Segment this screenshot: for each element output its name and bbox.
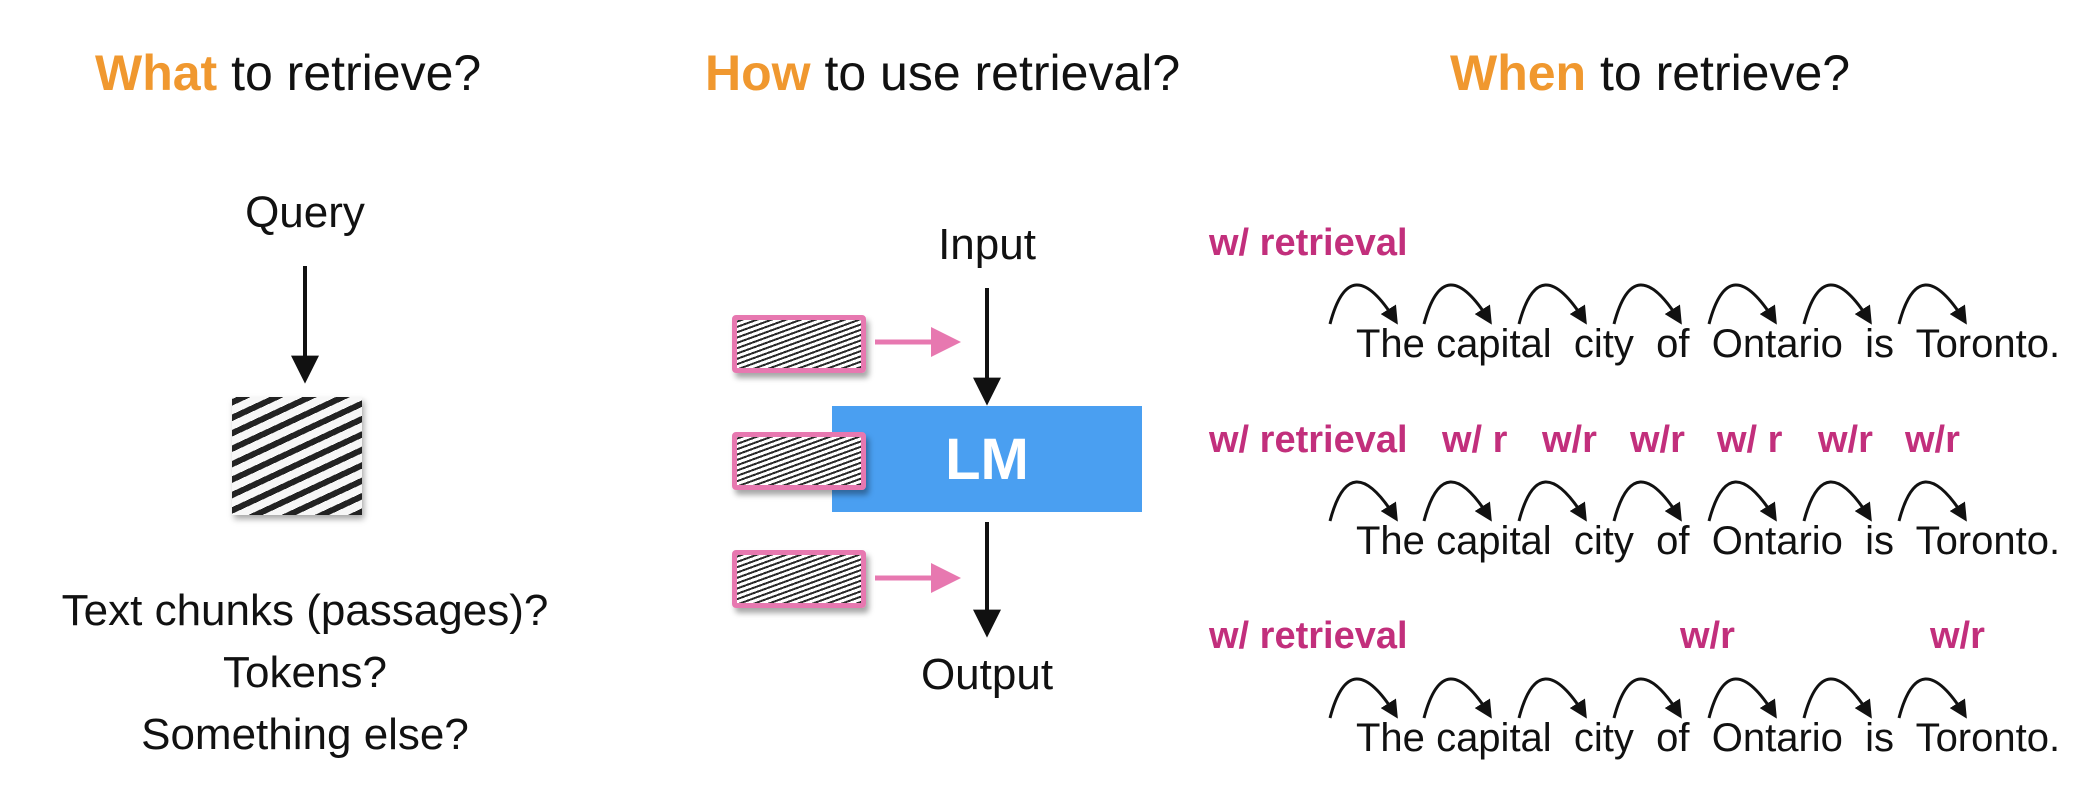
hop-arrow — [1802, 480, 1872, 522]
heading-what-rest: to retrieve? — [217, 45, 482, 101]
hop-arrow — [1612, 677, 1682, 719]
row2-label-w-r: w/r — [1818, 419, 1873, 461]
word: is — [1865, 322, 1895, 366]
hop-arrow — [1328, 677, 1398, 719]
word: of — [1656, 322, 1690, 366]
row3-label-w-r: w/r — [1930, 615, 1985, 657]
row2-label-w-r: w/ r — [1442, 419, 1508, 461]
hop-arrow — [1517, 677, 1587, 719]
language-model-label: LM — [945, 426, 1029, 492]
hop-arrow — [1328, 480, 1398, 522]
word: Ontario — [1711, 322, 1843, 366]
heading-how-keyword: How — [705, 45, 811, 101]
hop-arrow — [1802, 283, 1872, 325]
hop-arrow — [1897, 677, 1967, 719]
output-label: Output — [920, 650, 1054, 699]
hop-arrow — [1517, 283, 1587, 325]
hop-arrow — [1802, 677, 1872, 719]
option-text-chunks: Text chunks (passages)? — [61, 586, 549, 635]
query-label: Query — [245, 188, 365, 237]
option-something-else: Something else? — [141, 710, 469, 759]
row1-sentence: The capital city of Ontario is Toronto. — [1356, 322, 2060, 367]
option-tokens: Tokens? — [223, 648, 387, 697]
hop-arrow — [1707, 677, 1777, 719]
word: capital — [1436, 322, 1552, 366]
row2-label-w-retrieval: w/ retrieval — [1209, 419, 1408, 461]
heading-when-keyword: When — [1450, 45, 1587, 101]
word: of — [1656, 716, 1690, 760]
word: Toronto. — [1915, 519, 2061, 563]
word: The — [1356, 519, 1425, 563]
row2-label-w-r: w/ r — [1717, 419, 1783, 461]
word: of — [1656, 519, 1690, 563]
hop-arrow — [1422, 480, 1492, 522]
row3-label-w-retrieval: w/ retrieval — [1209, 615, 1408, 657]
word: city — [1573, 716, 1634, 760]
heading-what: What to retrieve? — [95, 44, 481, 102]
heading-how-rest: to use retrieval? — [810, 45, 1181, 101]
hop-arrow — [1707, 480, 1777, 522]
row2-label-w-r: w/r — [1630, 419, 1685, 461]
word: The — [1356, 322, 1425, 366]
retrieval-unit-options: Text chunks (passages)? Tokens? Somethin… — [40, 580, 570, 766]
heading-how: How to use retrieval? — [705, 44, 1180, 102]
retrieved-document-icon — [232, 397, 362, 515]
retrieved-doc-bottom — [732, 550, 866, 608]
row2-sentence: The capital city of Ontario is Toronto. — [1356, 519, 2060, 564]
word: Toronto. — [1915, 716, 2061, 760]
word: city — [1573, 322, 1634, 366]
retrieved-doc-middle — [732, 432, 866, 490]
row3-sentence: The capital city of Ontario is Toronto. — [1356, 716, 2060, 761]
retrieved-doc-top — [732, 315, 866, 373]
row2-label-w-r: w/r — [1905, 419, 1960, 461]
word: Ontario — [1711, 716, 1843, 760]
row3-hops — [1328, 677, 1967, 719]
row1-hops — [1328, 283, 1967, 325]
input-label: Input — [938, 220, 1036, 269]
hop-arrow — [1612, 480, 1682, 522]
row1-label-w-retrieval: w/ retrieval — [1209, 222, 1408, 264]
word: is — [1865, 519, 1895, 563]
hop-arrow — [1517, 480, 1587, 522]
word: is — [1865, 716, 1895, 760]
row2-hops — [1328, 480, 1967, 522]
hop-arrow — [1422, 677, 1492, 719]
hop-arrow — [1612, 283, 1682, 325]
word: The — [1356, 716, 1425, 760]
row2-label-w-r: w/r — [1542, 419, 1597, 461]
hop-arrow — [1422, 283, 1492, 325]
word: Toronto. — [1915, 322, 2061, 366]
heading-what-keyword: What — [95, 45, 218, 101]
hop-arrow — [1328, 283, 1398, 325]
word: capital — [1436, 716, 1552, 760]
hop-arrow — [1897, 480, 1967, 522]
language-model-box: LM — [832, 406, 1142, 512]
word: city — [1573, 519, 1634, 563]
hop-arrow — [1897, 283, 1967, 325]
row3-label-w-r: w/r — [1680, 615, 1735, 657]
heading-when: When to retrieve? — [1450, 44, 1850, 102]
word: capital — [1436, 519, 1552, 563]
heading-when-rest: to retrieve? — [1586, 45, 1851, 101]
word: Ontario — [1711, 519, 1843, 563]
hop-arrow — [1707, 283, 1777, 325]
